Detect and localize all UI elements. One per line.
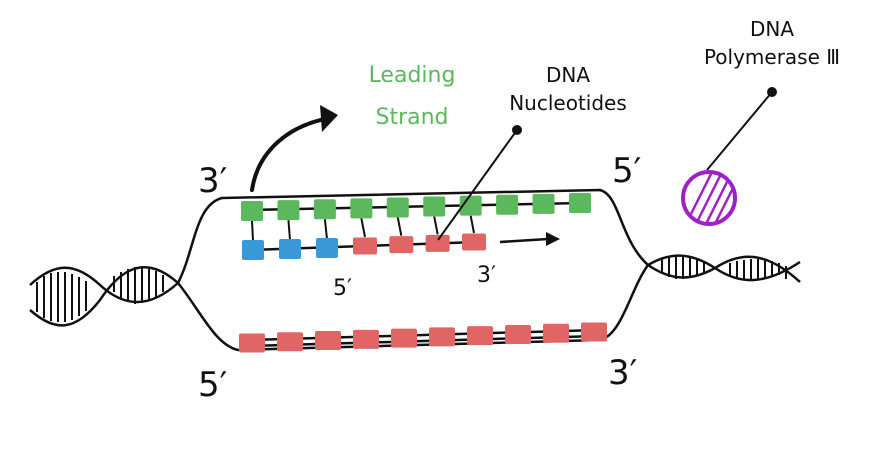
- bottom-strand-nucleotide: [315, 331, 341, 351]
- polymerase-pointer-dot: [767, 87, 777, 97]
- base-pair-rung: [287, 220, 291, 241]
- leading-label-line1: Leading: [369, 63, 456, 88]
- nucleotides-label-line2: Nucleotides: [509, 91, 627, 115]
- primer-nucleotides: [242, 238, 338, 260]
- bottom-template-strand: [177, 264, 650, 352]
- bottom-strand-nucleotides: [239, 322, 607, 353]
- top-template-nucleotide: [241, 201, 263, 221]
- bottom-right-end-label: 3′: [608, 353, 637, 393]
- base-pair-rung: [469, 215, 475, 234]
- bottom-strand-nucleotide: [543, 323, 569, 343]
- bottom-strand-nucleotide: [239, 333, 265, 353]
- bottom-nucleotide-backbone-b: [247, 334, 599, 348]
- synthesis-direction-arrow: [499, 232, 560, 246]
- new-strand-end-label: 3′: [477, 263, 496, 288]
- base-pair-rung: [360, 218, 366, 238]
- base-pair-rung: [323, 219, 328, 240]
- bottom-nucleotide-backbone-a: [247, 328, 599, 342]
- new-strand-nucleotide: [462, 233, 486, 251]
- top-left-end-label: 3′: [198, 161, 227, 201]
- base-pair-rung: [433, 216, 439, 235]
- new-strand-nucleotides: [353, 233, 486, 255]
- synthesis-arrowhead-icon: [546, 232, 560, 246]
- new-strand-nucleotide: [353, 237, 377, 255]
- top-template-nucleotide: [350, 198, 373, 219]
- bottom-strand-nucleotide: [429, 327, 455, 347]
- top-template-nucleotides: [241, 193, 591, 221]
- polymerase-pointer: [706, 87, 777, 171]
- new-strand-nucleotide: [425, 234, 450, 252]
- bottom-strand-nucleotide: [277, 332, 303, 352]
- top-nucleotide-backbone: [247, 201, 583, 212]
- dna-polymerase-enzyme: [681, 170, 737, 226]
- top-template-nucleotide: [532, 193, 555, 214]
- new-strand-start-label: 5′: [333, 276, 352, 301]
- left-helix-strand-a: [29, 266, 179, 304]
- right-helix-strand-b: [647, 255, 801, 283]
- bottom-strand-nucleotide: [353, 329, 379, 349]
- leading-label-line2: Strand: [375, 105, 448, 130]
- base-pair-rung: [251, 220, 254, 242]
- top-template-strand: [176, 188, 649, 284]
- bottom-strand-nucleotide: [581, 322, 607, 342]
- primer-nucleotide: [242, 240, 264, 260]
- nucleotide-pointer-dot: [512, 125, 522, 135]
- right-double-helix: [647, 254, 801, 283]
- top-right-end-label: 5′: [612, 151, 641, 191]
- leading-strand-label: Leading Strand: [369, 63, 456, 130]
- new-strand-nucleotide: [389, 236, 414, 254]
- polymerase-label-line1: DNA: [750, 17, 794, 41]
- left-double-helix: [29, 266, 179, 327]
- top-template-nucleotide: [386, 197, 409, 218]
- right-helix-rungs: [661, 255, 787, 281]
- bottom-strand-nucleotide: [505, 324, 531, 344]
- leading-strand-arrow: [250, 105, 338, 192]
- bottom-strand-nucleotide: [391, 328, 417, 348]
- nucleotide-pointer: [437, 125, 522, 241]
- nucleotides-label: DNA Nucleotides: [509, 63, 627, 115]
- top-template-nucleotide: [423, 196, 446, 217]
- primer-nucleotide: [316, 238, 338, 258]
- top-base-pair-rungs: [251, 215, 475, 242]
- top-template-nucleotide: [313, 199, 336, 220]
- base-pair-rung: [396, 217, 403, 236]
- bottom-strand-nucleotide: [467, 326, 493, 346]
- polymerase-label: DNA Polymerase Ⅲ: [704, 17, 840, 69]
- left-helix-strand-b: [29, 266, 179, 327]
- primer-nucleotide: [279, 239, 301, 259]
- top-template-nucleotide: [277, 200, 300, 221]
- replication-bubble: [176, 188, 650, 352]
- polymerase-label-line2: Polymerase Ⅲ: [704, 45, 840, 69]
- bottom-left-end-label: 5′: [198, 365, 227, 405]
- top-template-nucleotide: [569, 193, 591, 213]
- leading-arrowhead-icon: [320, 105, 338, 132]
- left-helix-rungs: [36, 267, 164, 322]
- nucleotides-label-line1: DNA: [546, 63, 590, 87]
- top-template-nucleotide: [496, 194, 519, 215]
